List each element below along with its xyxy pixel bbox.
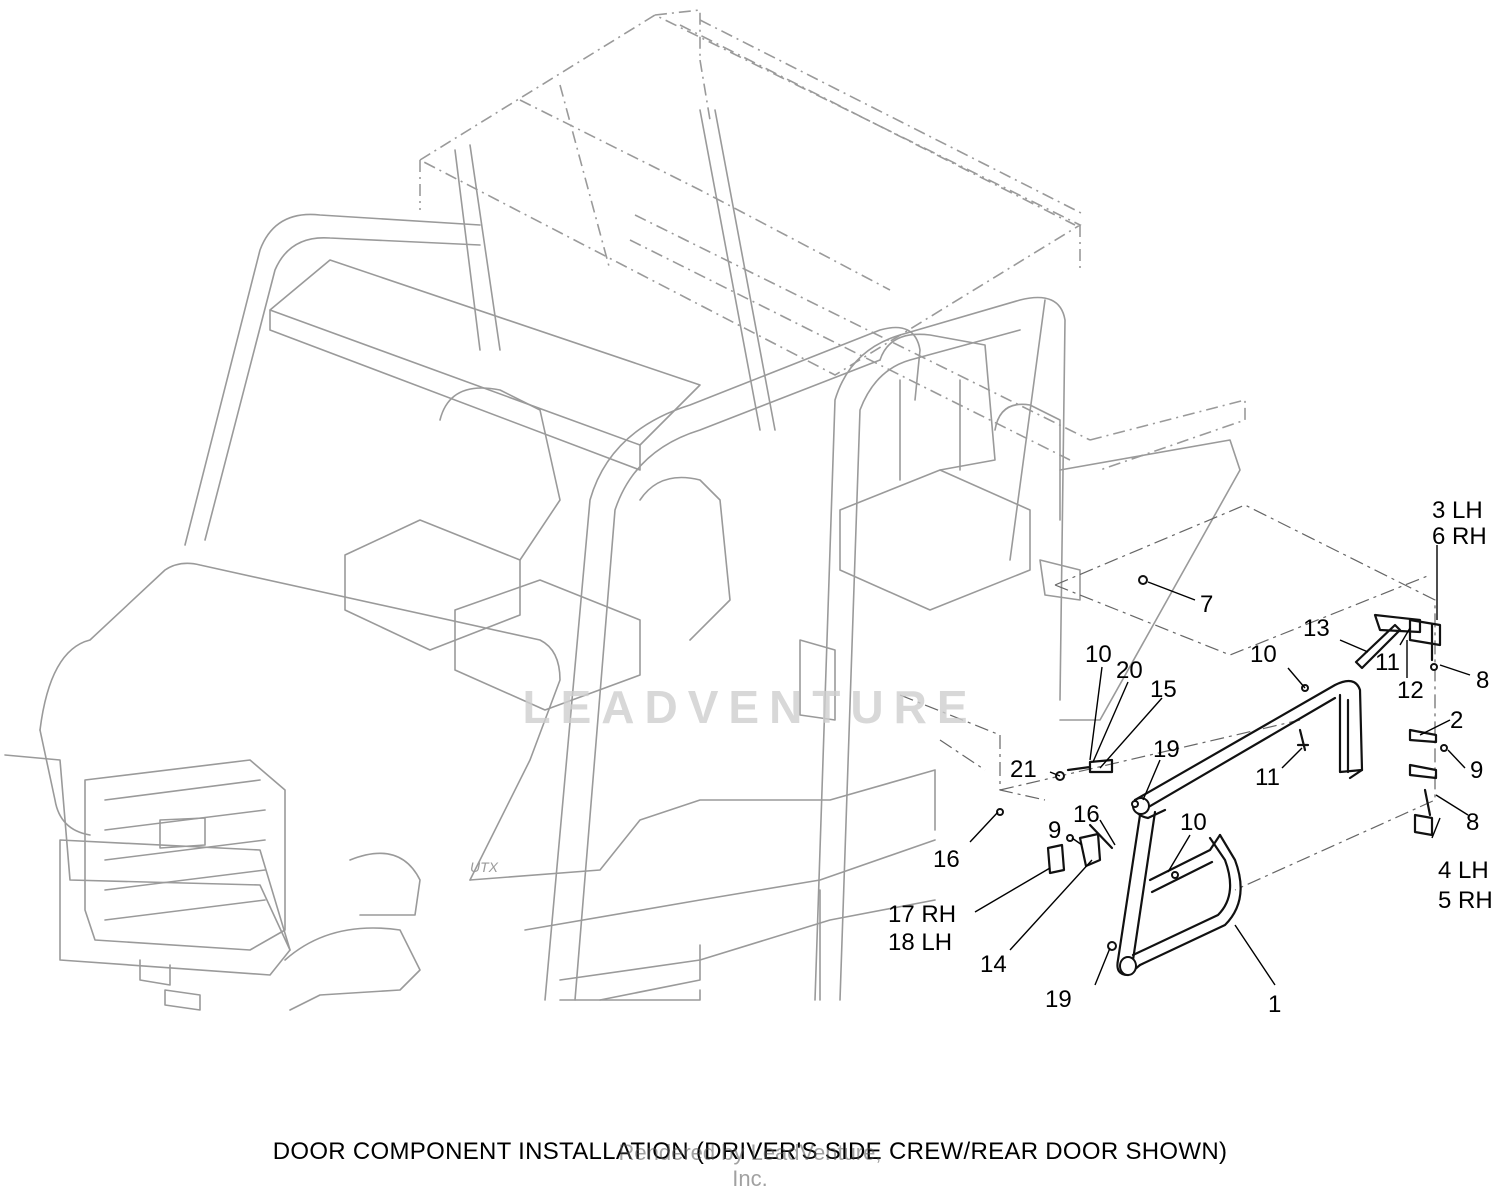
callout-10-door: 10 <box>1180 809 1207 836</box>
callout-labels: 1 2 3 LH 6 RH 4 LH 5 RH 7 8 8 9 9 10 10 … <box>888 497 1493 1018</box>
callout-19-top: 19 <box>1153 736 1180 763</box>
callout-20: 20 <box>1116 657 1143 684</box>
callout-5-rh: 5 RH <box>1438 887 1493 914</box>
callout-16-right: 16 <box>1073 801 1100 828</box>
callout-10-mid: 10 <box>1250 641 1277 668</box>
callout-16-left: 16 <box>933 846 960 873</box>
diagram-caption: DOOR COMPONENT INSTALLATION (DRIVER'S SI… <box>272 1138 1228 1165</box>
brand-watermark: LEADVENTURE <box>522 681 978 733</box>
callout-8-upper: 8 <box>1476 667 1489 694</box>
callout-18-lh: 18 LH <box>888 929 952 956</box>
callout-12: 12 <box>1397 677 1424 704</box>
door-frame <box>1116 679 1364 977</box>
callout-11-mid: 11 <box>1255 764 1280 791</box>
callout-21: 21 <box>1010 756 1037 783</box>
callout-6-rh: 6 RH <box>1432 523 1487 550</box>
phantom-leader-lower <box>939 719 1301 791</box>
callout-19-bottom: 19 <box>1045 986 1072 1013</box>
leader-lines <box>969 545 1471 986</box>
callout-7: 7 <box>1200 591 1213 618</box>
callout-8-lower: 8 <box>1466 809 1479 836</box>
render-watermark: Rendered by LeadVenture, Inc. <box>618 1140 882 1191</box>
vehicle-badge: UTX <box>470 859 499 875</box>
callout-11-top: 11 <box>1375 649 1400 676</box>
callout-13: 13 <box>1303 615 1330 642</box>
vehicle-outline <box>4 9 1246 1011</box>
callout-10-left: 10 <box>1085 641 1112 668</box>
callout-4-lh: 4 LH <box>1438 857 1489 884</box>
callout-9-right: 9 <box>1470 757 1483 784</box>
callout-14: 14 <box>980 951 1007 978</box>
callout-2: 2 <box>1450 707 1463 734</box>
callout-3-lh: 3 LH <box>1432 497 1483 524</box>
phantom-installation-plane <box>1054 504 1436 891</box>
callout-1: 1 <box>1268 991 1281 1018</box>
callout-15: 15 <box>1150 676 1177 703</box>
hinge-components <box>1171 613 1448 879</box>
callout-17-rh: 17 RH <box>888 901 956 928</box>
callout-9-left: 9 <box>1048 817 1061 844</box>
